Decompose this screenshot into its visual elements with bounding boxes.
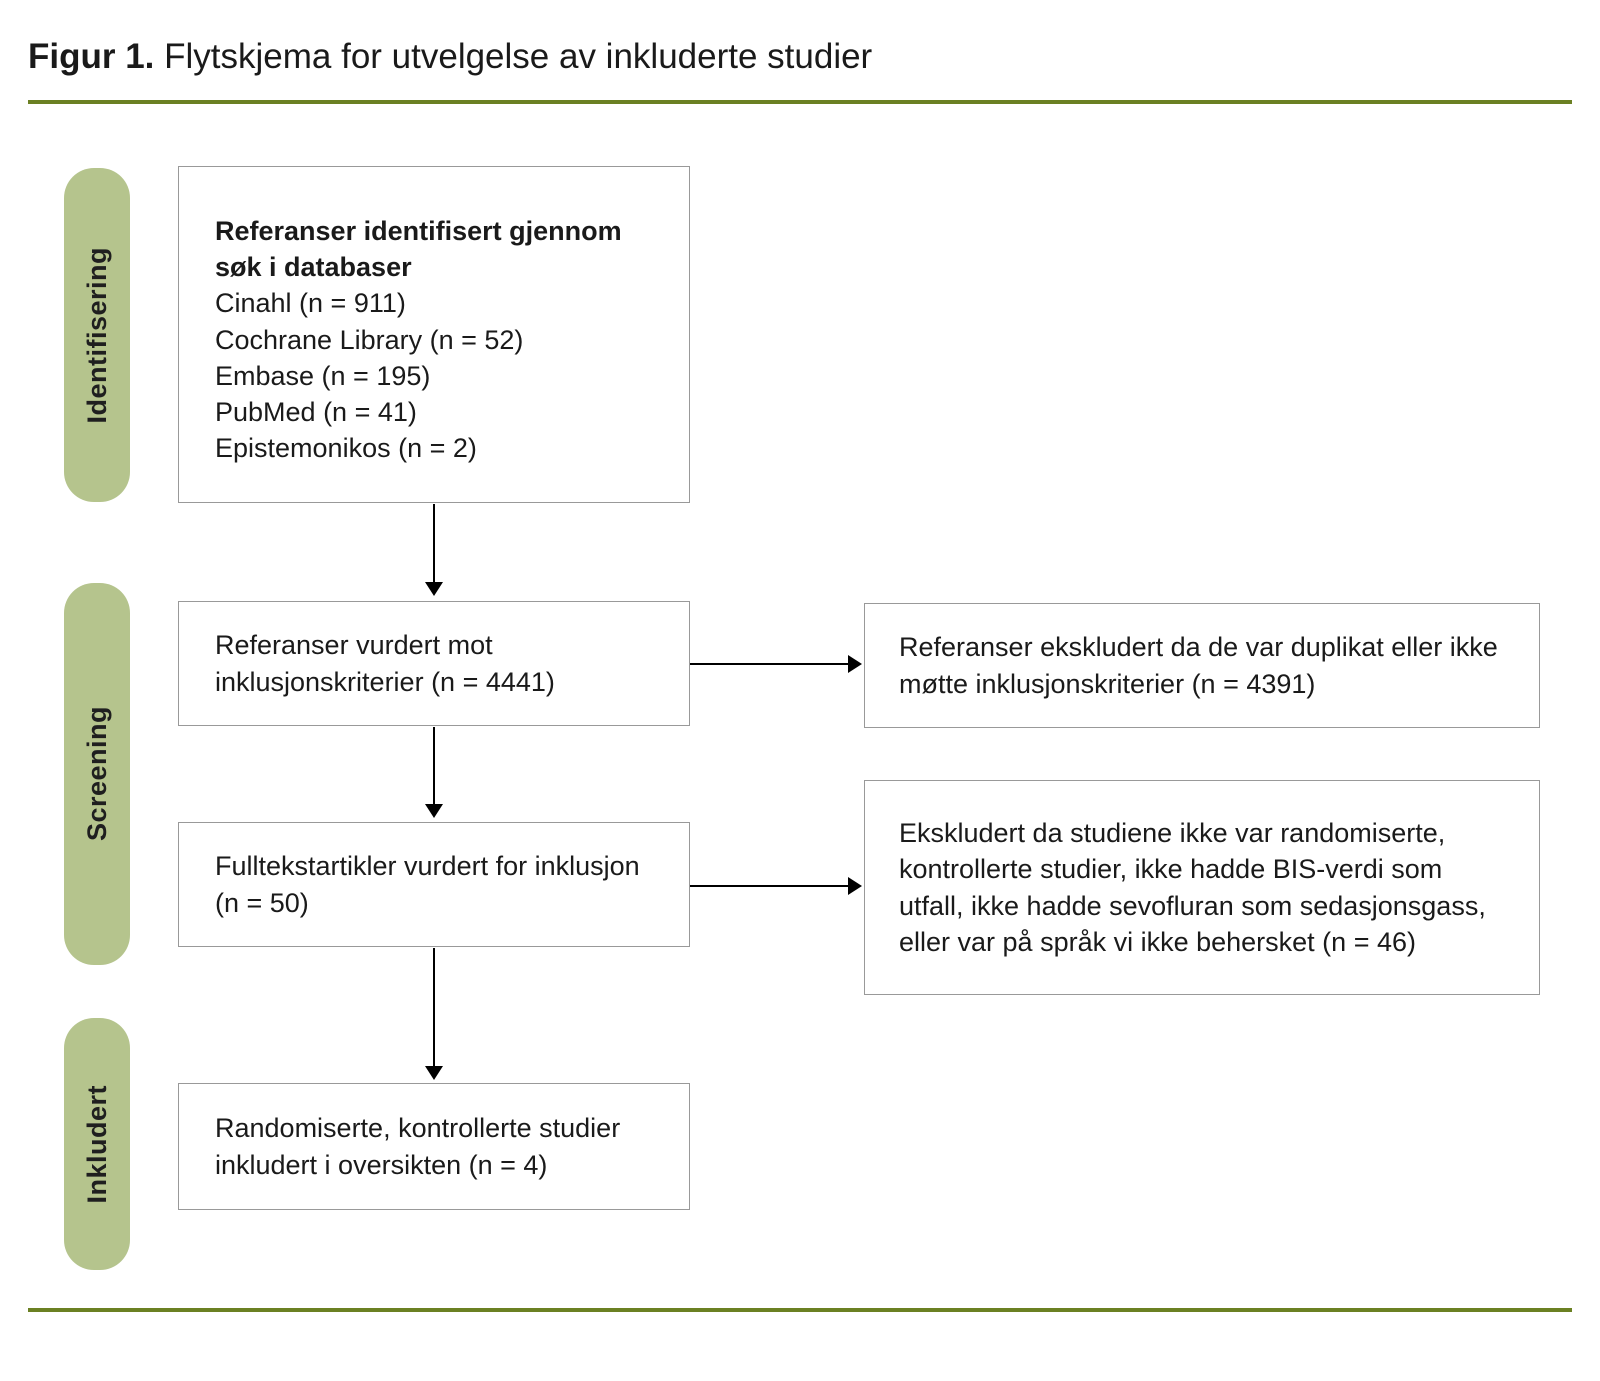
stage-label-identifisering: Identifisering <box>81 246 112 424</box>
stage-label-inkludert: Inkludert <box>81 1084 112 1204</box>
arrow-down-identified-to-screened <box>424 504 444 596</box>
arrow-right-screened-to-excluded <box>690 654 862 674</box>
identified-heading: Referanser identifisert gjennom søk i da… <box>215 216 622 283</box>
excluded-fulltext-text: Ekskludert da studiene ikke var randomis… <box>899 818 1486 957</box>
list-line: PubMed (n = 41) <box>215 396 417 427</box>
list-line: Epistemonikos (n = 2) <box>215 433 477 464</box>
flow-box-excluded-duplicates: Referanser ekskludert da de var duplikat… <box>864 603 1540 728</box>
flow-box-excluded-fulltext: Ekskludert da studiene ikke var randomis… <box>864 780 1540 995</box>
flow-box-identified: Referanser identifisert gjennom søk i da… <box>178 166 690 503</box>
arrow-shaft <box>690 885 849 887</box>
arrow-head-icon <box>425 804 443 818</box>
flow-box-screened: Referanser vurdert mot inklusjonskriteri… <box>178 601 690 726</box>
stage-label-screening: Screening <box>81 706 112 842</box>
arrow-shaft <box>433 948 435 1067</box>
arrow-down-screened-to-fulltext <box>424 727 444 818</box>
excluded-duplicates-text: Referanser ekskludert da de var duplikat… <box>899 632 1498 699</box>
arrow-shaft <box>433 727 435 805</box>
arrow-shaft <box>433 504 435 583</box>
identified-source-list: Cinahl (n = 911) Cochrane Library (n = 52… <box>215 285 653 466</box>
top-divider-rule <box>28 100 1572 104</box>
flow-box-fulltext: Fulltekstartikler vurdert for inklusjon … <box>178 822 690 947</box>
stage-pill-inkludert: Inkludert <box>64 1018 130 1270</box>
bottom-divider-rule <box>28 1308 1572 1312</box>
arrow-head-icon <box>425 582 443 596</box>
figure-title-prefix: Figur 1. <box>28 37 155 76</box>
list-line: Embase (n = 195) <box>215 360 431 391</box>
list-line: Cinahl (n = 911) <box>215 288 406 319</box>
arrow-head-icon <box>425 1066 443 1080</box>
arrow-right-fulltext-to-excluded <box>690 876 862 896</box>
stage-pill-identifisering: Identifisering <box>64 168 130 502</box>
list-line: Cochrane Library (n = 52) <box>215 324 524 355</box>
included-text: Randomiserte, kontrollerte studier inklu… <box>215 1113 621 1180</box>
screened-text: Referanser vurdert mot inklusjonskriteri… <box>215 630 555 697</box>
arrow-down-fulltext-to-included <box>424 948 444 1080</box>
arrow-shaft <box>690 663 849 665</box>
flow-box-included: Randomiserte, kontrollerte studier inklu… <box>178 1083 690 1210</box>
stage-pill-screening: Screening <box>64 583 130 965</box>
figure-title-text: Flytskjema for utvelgelse av inkluderte … <box>154 37 873 76</box>
arrow-head-icon <box>848 877 862 895</box>
arrow-head-icon <box>848 655 862 673</box>
figure-title: Figur 1. Flytskjema for utvelgelse av in… <box>28 36 872 78</box>
fulltext-text: Fulltekstartikler vurdert for inklusjon … <box>215 851 640 918</box>
